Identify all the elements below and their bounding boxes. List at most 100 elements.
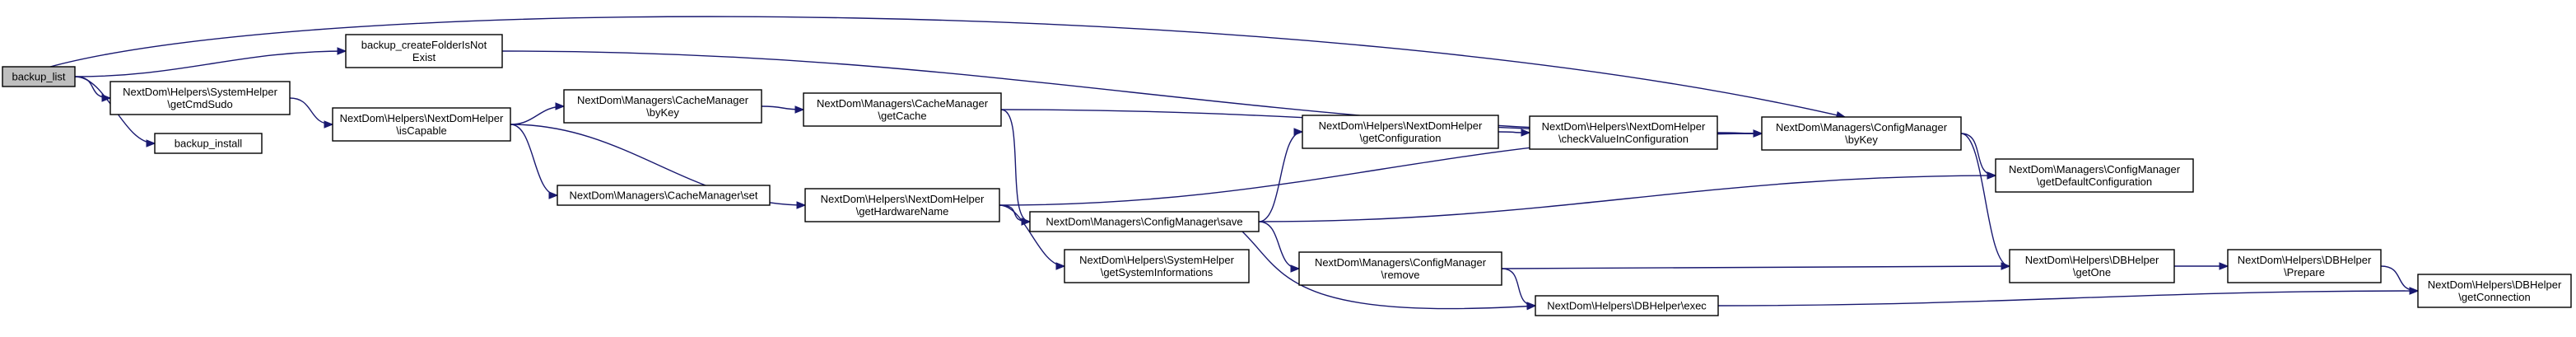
- node-label: NextDom\Helpers\DBHelper: [2428, 278, 2562, 291]
- graph-node[interactable]: NextDom\Helpers\DBHelper\exec: [1535, 295, 1719, 316]
- edge-line: [1258, 175, 1996, 222]
- node-label: \getCache: [878, 110, 926, 122]
- graph-node[interactable]: NextDom\Helpers\NextDomHelper\getHardwar…: [804, 188, 1000, 222]
- node-label: NextDom\Managers\CacheManager: [817, 97, 989, 110]
- node-label: NextDom\Managers\ConfigManager: [2009, 163, 2181, 176]
- edge-line: [1241, 231, 1536, 310]
- arrowhead: [555, 102, 566, 110]
- graph-edge: [510, 102, 566, 125]
- edge-line: [999, 204, 1031, 222]
- node-label: \getCmdSudo: [167, 98, 233, 110]
- node-label: NextDom\Helpers\DBHelper\exec: [1547, 300, 1707, 312]
- arrowhead: [1526, 302, 1537, 310]
- node-label: \getHardwareName: [856, 205, 949, 218]
- graph-edge: [289, 97, 334, 129]
- node-label: NextDom\Helpers\NextDomHelper: [340, 112, 504, 124]
- graph-node[interactable]: NextDom\Helpers\DBHelper\getConnection: [2417, 274, 2572, 308]
- node-box: [2417, 274, 2572, 308]
- node-label: NextDom\Helpers\NextDomHelper: [821, 193, 985, 205]
- arrowhead: [2001, 262, 2011, 270]
- graph-edge: [1000, 109, 1032, 226]
- arrowhead: [1521, 129, 1531, 137]
- node-label: \getConnection: [2458, 291, 2530, 303]
- graph-edge: [2174, 262, 2229, 270]
- graph-node[interactable]: backup_install: [154, 133, 263, 154]
- graph-edge: [1501, 268, 1537, 310]
- edge-line: [1960, 133, 2010, 267]
- graph-edge: [761, 105, 805, 114]
- node-label: \checkValueInConfiguration: [1558, 133, 1689, 145]
- edge-line: [74, 50, 347, 77]
- graph-edge: [1501, 262, 2011, 270]
- arrowhead: [2219, 262, 2229, 270]
- node-box: [1761, 116, 1962, 151]
- graph-edge: [1717, 287, 2420, 307]
- node-label: \remove: [1381, 269, 1420, 281]
- arrowhead: [548, 191, 559, 199]
- graph-node[interactable]: NextDom\Managers\CacheManager\set: [557, 185, 771, 206]
- arrowhead: [1293, 128, 1304, 136]
- node-label: NextDom\Managers\CacheManager\set: [569, 190, 757, 202]
- graph-edge: [1258, 171, 1997, 222]
- graph-node[interactable]: NextDom\Helpers\SystemHelper\getCmdSudo: [109, 81, 291, 115]
- graph-node[interactable]: NextDom\Managers\ConfigManager\remove: [1298, 251, 1502, 286]
- node-label: NextDom\Managers\ConfigManager: [1315, 256, 1487, 269]
- node-label: NextDom\Managers\ConfigManager\save: [1046, 216, 1242, 228]
- graph-edge: [74, 47, 347, 77]
- graph-node[interactable]: NextDom\Helpers\NextDomHelper\isCapable: [332, 107, 511, 142]
- edge-line: [1258, 131, 1303, 222]
- arrowhead: [2409, 287, 2420, 295]
- arrowhead: [337, 47, 347, 55]
- arrowhead: [796, 201, 807, 209]
- node-box: [1302, 115, 1499, 149]
- graph-node[interactable]: NextDom\Helpers\SystemHelper\getSystemIn…: [1064, 249, 1250, 283]
- node-box: [2009, 249, 2175, 283]
- node-label: Exist: [412, 51, 436, 63]
- node-label: backup_install: [175, 138, 242, 150]
- graph-edge: [1717, 129, 1763, 138]
- node-label: backup_list: [12, 71, 65, 83]
- edge-line: [1501, 268, 1536, 307]
- node-label: \getSystemInformations: [1101, 266, 1213, 278]
- node-box: [804, 188, 1000, 222]
- node-label: \byKey: [646, 106, 679, 119]
- graph-edge: [2380, 265, 2420, 295]
- node-label: NextDom\Helpers\DBHelper: [2025, 254, 2159, 266]
- graph-edge: [999, 204, 1066, 270]
- graph-node[interactable]: NextDom\Managers\ConfigManager\byKey: [1761, 116, 1962, 151]
- arrowhead: [1987, 171, 1997, 180]
- edge-line: [74, 76, 111, 99]
- edge-line: [1960, 133, 1996, 176]
- arrowhead: [146, 139, 156, 147]
- node-box: [1535, 295, 1719, 316]
- edge-line: [2380, 265, 2419, 292]
- graph-edge: [1498, 129, 1531, 137]
- node-label: NextDom\Helpers\NextDomHelper: [1319, 119, 1483, 132]
- node-box: [563, 89, 762, 124]
- node-label: \byKey: [1845, 133, 1878, 146]
- arrowhead: [1753, 129, 1763, 138]
- node-label: NextDom\Helpers\SystemHelper: [1079, 254, 1235, 266]
- node-box: [332, 107, 511, 142]
- graph-node[interactable]: NextDom\Helpers\NextDomHelper\getConfigu…: [1302, 115, 1499, 149]
- graph-node[interactable]: NextDom\Managers\ConfigManager\save: [1029, 211, 1260, 232]
- graph-node[interactable]: NextDom\Helpers\DBHelper\Prepare: [2227, 249, 2382, 283]
- graph-node[interactable]: NextDom\Managers\CacheManager\getCache: [803, 92, 1002, 127]
- edge-line: [1258, 221, 1300, 269]
- graph-node[interactable]: NextDom\Helpers\DBHelper\getOne: [2009, 249, 2175, 283]
- arrowhead: [1055, 262, 1066, 270]
- graph-node[interactable]: NextDom\Helpers\NextDomHelper\checkValue…: [1529, 115, 1718, 150]
- edge-line: [510, 124, 558, 196]
- nodes-layer: backup_list backup_createFolderIsNotExist…: [2, 34, 2572, 316]
- node-label: NextDom\Helpers\NextDomHelper: [1542, 120, 1706, 133]
- edge-line: [1000, 109, 1031, 222]
- graph-node[interactable]: NextDom\Managers\ConfigManager\getDefaul…: [1995, 158, 2194, 193]
- graph-edge: [1960, 133, 1997, 180]
- graph-node[interactable]: NextDom\Managers\CacheManager\byKey: [563, 89, 762, 124]
- node-box: [1529, 115, 1718, 150]
- graph-edge: [999, 204, 1032, 226]
- arrowhead: [794, 105, 805, 114]
- graph-node[interactable]: backup_list: [2, 66, 76, 87]
